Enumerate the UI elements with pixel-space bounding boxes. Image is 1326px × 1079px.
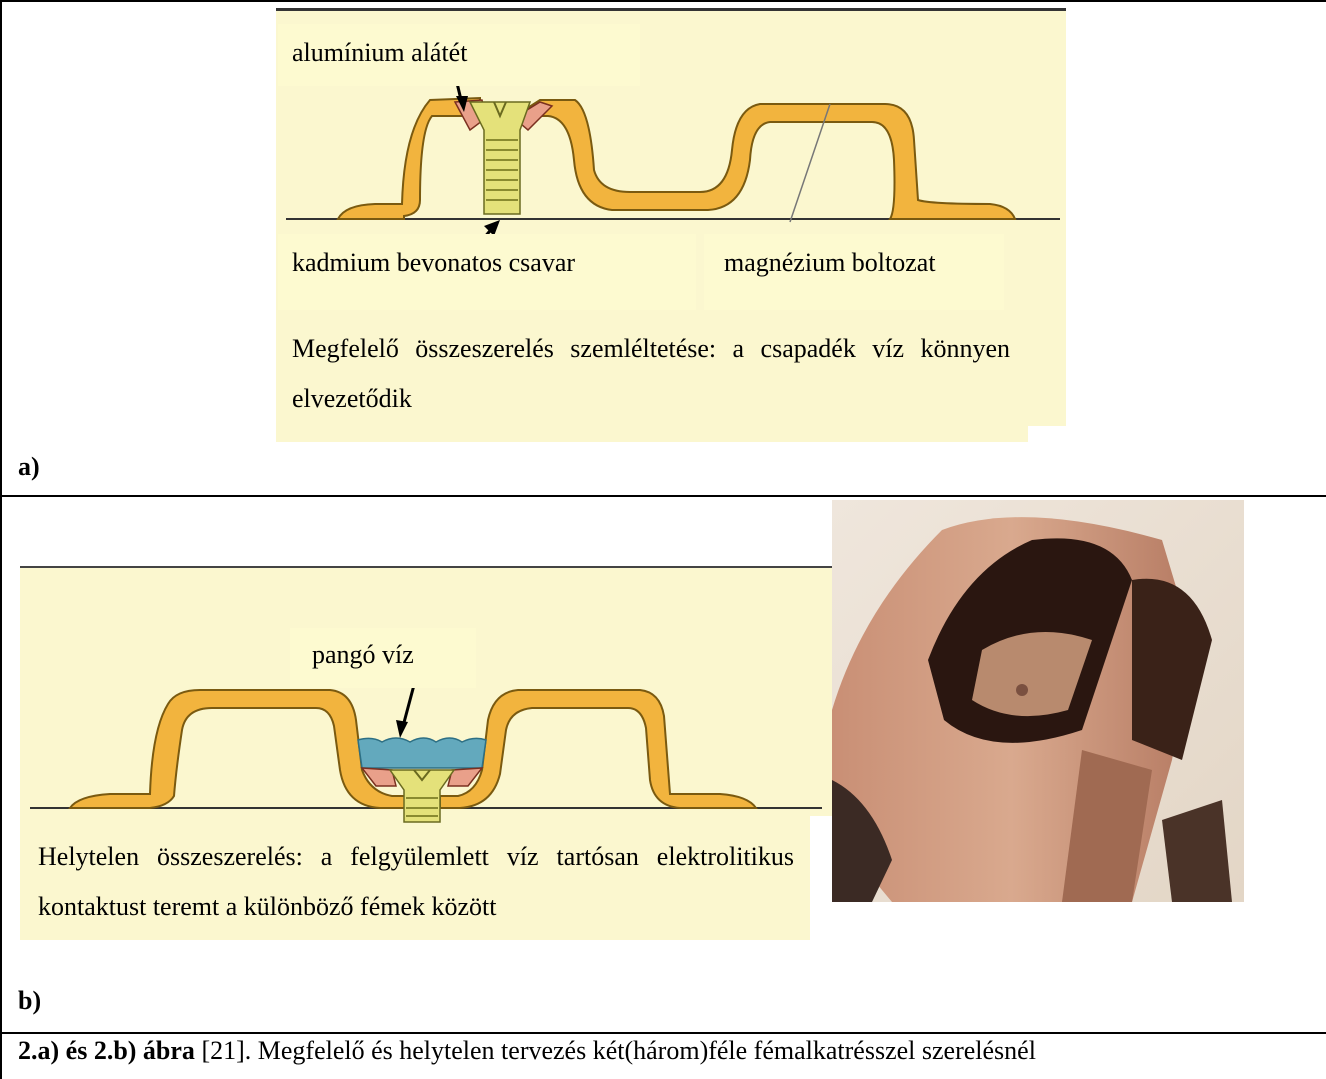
caption-citation: [21].	[195, 1036, 258, 1065]
panel-b-letter: b)	[18, 986, 41, 1016]
vault-right	[440, 690, 756, 808]
corroded-part-photo	[832, 500, 1244, 902]
figure-caption: 2.a) és 2.b) ábra [21]. Megfelelő és hel…	[18, 1036, 1036, 1066]
water-label: pangó víz	[312, 640, 414, 670]
stagnant-water	[358, 738, 486, 768]
caption-text: Megfelelő és helytelen tervezés két(háro…	[258, 1036, 1036, 1065]
caption-figure-ref: 2.a) és 2.b) ábra	[18, 1036, 195, 1065]
figure-b-description: Helytelen összeszerelés: a felgyülemlett…	[38, 832, 794, 932]
